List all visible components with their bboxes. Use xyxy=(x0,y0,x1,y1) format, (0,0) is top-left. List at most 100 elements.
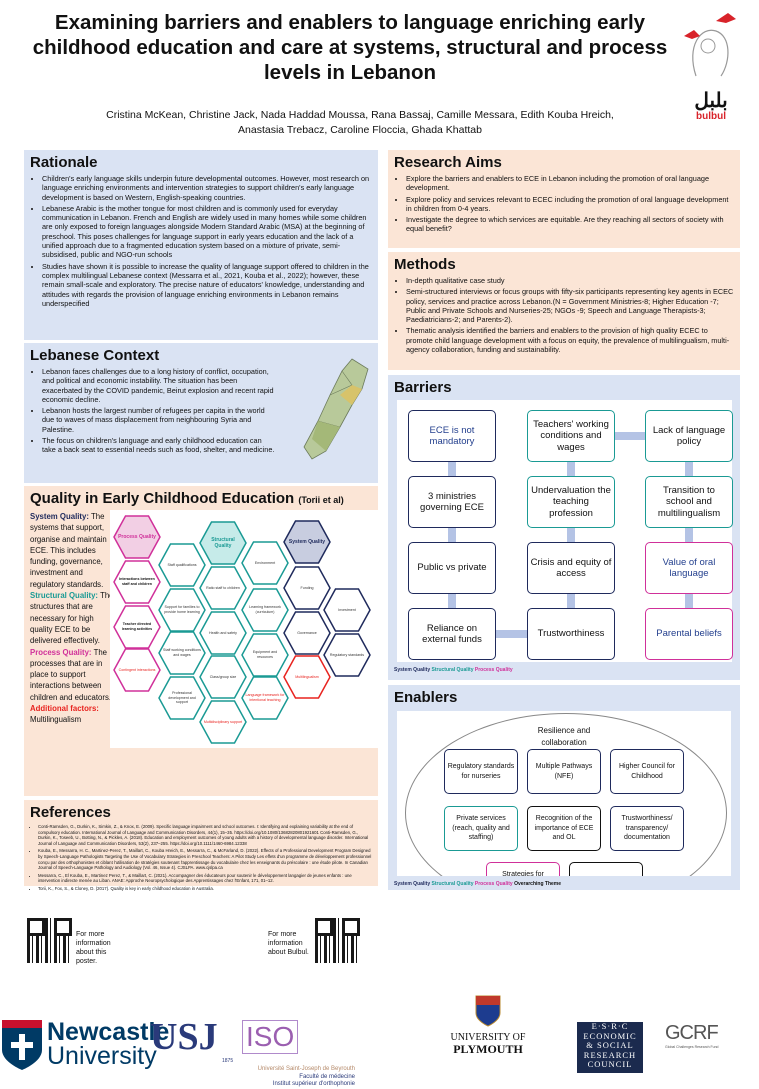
barrier-connector xyxy=(685,528,693,542)
barrier-box: ECE is not mandatory xyxy=(408,410,496,462)
barrier-connector xyxy=(685,594,693,608)
quality-hexagon: Teacher directed learning activities xyxy=(113,605,161,649)
barrier-box: Public vs private xyxy=(408,542,496,594)
lebanon-map-icon xyxy=(303,358,369,460)
hexagon-shape xyxy=(323,588,371,632)
hexagon-shape xyxy=(199,700,247,744)
hexagon-label: Contingent interactions xyxy=(118,667,156,672)
barrier-box: Reliance on external funds xyxy=(408,608,496,660)
barrier-connector xyxy=(496,630,527,638)
hexagon-shape xyxy=(158,543,206,587)
rationale-title: Rationale xyxy=(30,154,98,171)
aims-title: Research Aims xyxy=(394,154,502,171)
hexagon-shape xyxy=(158,676,206,720)
hexagon-shape xyxy=(199,566,247,610)
quality-hexagon: Learning framework (curriculum) xyxy=(241,588,289,632)
qr-code-poster[interactable] xyxy=(27,918,72,963)
barrier-connector xyxy=(448,528,456,542)
barrier-box: Crisis and equity of access xyxy=(527,542,615,594)
hexagon-label: Teacher directed learning activities xyxy=(121,622,153,631)
quality-hexagon: Health and safety xyxy=(199,611,247,655)
enabler-box: Strategies for multilingualism and diglo… xyxy=(486,862,560,876)
hexagon-shape xyxy=(283,611,331,655)
quality-hexagon: Funding xyxy=(283,566,331,610)
quality-hexagon: Multidisciplinary support xyxy=(199,700,247,744)
authors: Cristina McKean, Christine Jack, Nada Ha… xyxy=(106,109,614,136)
barrier-connector xyxy=(685,462,693,476)
bulbul-arabic: بلبل xyxy=(694,90,728,112)
hexagon-shape xyxy=(283,566,331,610)
bulbul-latin: bulbul xyxy=(696,111,726,122)
enablers-diagram: Resilience and collaboration Regulatory … xyxy=(397,711,731,876)
hexagon-label: Governance xyxy=(297,630,317,635)
enabler-box: Multiple Pathways (NFE) xyxy=(527,749,601,794)
hexagon-shape xyxy=(241,588,289,632)
hexagon-shape xyxy=(323,633,371,677)
hexagon-label: Structural Quality xyxy=(211,536,235,550)
barrier-connector xyxy=(448,594,456,608)
barriers-legend: System Quality Structural Quality Proces… xyxy=(394,667,513,673)
barriers-title: Barriers xyxy=(394,379,452,396)
quality-definitions: System Quality: The systems that support… xyxy=(30,512,114,725)
hexagon-shape xyxy=(199,655,247,699)
hexagon-label: Environment xyxy=(254,560,276,565)
enablers-title: Enablers xyxy=(394,689,458,706)
quality-hexagon: Professional development and support xyxy=(158,676,206,720)
hexagon-label: System Quality xyxy=(288,538,326,545)
hexagon-label: Process Quality xyxy=(118,533,156,540)
hexagon-shape xyxy=(241,633,289,677)
quality-hexagon: Language framework for intentional teach… xyxy=(241,676,289,720)
bulbul-logo: بلبل bulbul xyxy=(676,6,746,122)
hexagon-label: Support for families to provide home lea… xyxy=(164,605,200,614)
references-section: References Conti-Ramsden, G., Durkin, K.… xyxy=(24,800,378,891)
quality-hexagon: Environment xyxy=(241,541,289,585)
quality-hexagon: Interactions between staff and children xyxy=(113,560,161,604)
gcrf-logo: GCRF Global Challenges Research Fund xyxy=(665,1022,719,1049)
quality-hexagon: Governance xyxy=(283,611,331,655)
references-title: References xyxy=(30,804,111,821)
quality-hexagon: System Quality xyxy=(283,520,331,564)
quality-title: Quality in Early Childhood Education (To… xyxy=(30,490,344,507)
barrier-connector xyxy=(567,462,575,476)
barrier-box: Undervaluation the teaching profession xyxy=(527,476,615,528)
barrier-connector xyxy=(567,528,575,542)
qr-code-bulbul[interactable] xyxy=(315,918,360,963)
hexagon-label: Professional development and support xyxy=(168,691,196,705)
quality-hexagon: Equipment and resources xyxy=(241,633,289,677)
barrier-box: Teachers' working conditions and wages xyxy=(527,410,615,462)
hexagon-label: Class/group size xyxy=(209,674,237,679)
quality-hexagon: Class/group size xyxy=(199,655,247,699)
hexagon-label: Language framework for intentional teach… xyxy=(245,693,285,702)
hexagon-shape xyxy=(283,520,331,564)
hexagon-label: Multilingualism xyxy=(295,674,319,679)
enabler-box: Recognition of the importance of ECE and… xyxy=(527,806,601,851)
barrier-connector xyxy=(615,432,646,440)
quality-hexagon: Process Quality xyxy=(113,515,161,559)
hexagon-shape xyxy=(199,521,247,565)
hexagon-shape xyxy=(283,655,331,699)
hexagon-label: Funding xyxy=(300,585,314,590)
quality-hexagon: Staff working conditions and wages xyxy=(158,631,206,675)
quality-hexagon: Multilingualism xyxy=(283,655,331,699)
plymouth-crest-icon xyxy=(475,995,501,1027)
hexagon-shape xyxy=(113,515,161,559)
hexagon-label: Regulatory standards xyxy=(329,652,365,657)
hexagon-shape xyxy=(158,631,206,675)
hexagon-label: Investment xyxy=(338,607,356,612)
qr-bulbul-text: For more information about Bulbul. xyxy=(268,931,309,956)
hexagon-shape xyxy=(113,605,161,649)
quality-hexagon: Structural Quality xyxy=(199,521,247,565)
plymouth-logo: UNIVERSITY OF PLYMOUTH xyxy=(448,995,528,1055)
hexagon-shape xyxy=(199,611,247,655)
hexagon-label: Ratio staff to children xyxy=(206,585,240,590)
methods-section: Methods In-depth qualitative case studyS… xyxy=(388,252,740,370)
quality-hexagon: Staff qualifications xyxy=(158,543,206,587)
enabler-box: Regulatory standards for nurseries xyxy=(444,749,518,794)
quality-hexagon: Investment xyxy=(323,588,371,632)
rationale-section: Rationale Children's early language skil… xyxy=(24,150,378,340)
lebanese-context-section: Lebanese Context Lebanon faces challenge… xyxy=(24,343,378,483)
